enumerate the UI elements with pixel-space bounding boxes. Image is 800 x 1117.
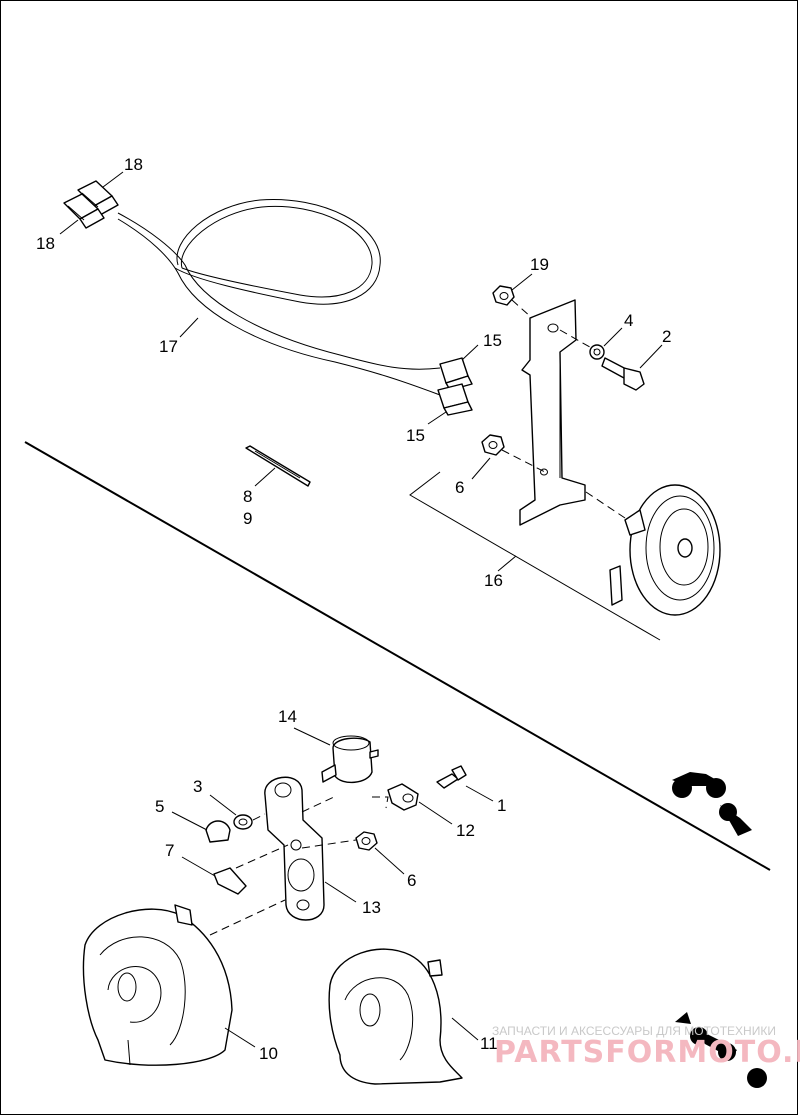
callout-8: 8 bbox=[243, 487, 252, 506]
bolt-2 bbox=[601, 357, 645, 391]
rubber-mount-14 bbox=[321, 735, 379, 783]
motorcycle-forward-icon bbox=[675, 1012, 767, 1088]
callout-18-lower: 18 bbox=[36, 234, 55, 253]
horn-disc-upper bbox=[609, 484, 721, 616]
nut-19 bbox=[492, 285, 515, 306]
assembly-line bbox=[372, 796, 389, 809]
callout-11: 11 bbox=[480, 1034, 498, 1053]
connector-15-lower bbox=[437, 383, 473, 416]
callout-9: 9 bbox=[243, 509, 252, 528]
callout-5: 5 bbox=[155, 797, 164, 816]
assembly-bracket-16 bbox=[409, 471, 661, 641]
horn-10 bbox=[82, 904, 233, 1066]
callout-12: 12 bbox=[456, 821, 475, 840]
motorcycle-forward-icon bbox=[672, 772, 752, 836]
callout-15-upper: 15 bbox=[483, 331, 502, 350]
callout-7: 7 bbox=[165, 841, 174, 860]
callout-1: 1 bbox=[497, 796, 506, 815]
callout-16: 16 bbox=[484, 571, 503, 590]
callout-10: 10 bbox=[259, 1044, 278, 1063]
assembly-line bbox=[209, 899, 286, 936]
nut-6-upper bbox=[481, 434, 505, 456]
horn-bracket-upper bbox=[519, 299, 586, 526]
watermark-tagline: ЗАПЧАСТИ И АКСЕССУАРЫ ДЛЯ МОТОТЕХНИКИ bbox=[492, 1024, 776, 1038]
bracket-13 bbox=[264, 776, 325, 921]
callout-18-upper: 18 bbox=[124, 155, 143, 174]
assembly-line bbox=[501, 449, 546, 473]
callout-3: 3 bbox=[193, 777, 202, 796]
acorn-nut-5 bbox=[205, 820, 231, 843]
horn-11 bbox=[328, 948, 463, 1085]
clip-12 bbox=[387, 783, 419, 811]
assembly-line bbox=[559, 329, 596, 351]
assembly-line bbox=[301, 839, 357, 849]
wire-harness bbox=[117, 198, 441, 396]
callout-14: 14 bbox=[278, 707, 297, 726]
lock-washer-4 bbox=[589, 344, 605, 360]
callout-6-upper: 6 bbox=[455, 478, 464, 497]
section-divider-line bbox=[24, 441, 771, 871]
callout-4: 4 bbox=[624, 311, 633, 330]
washer-3 bbox=[233, 814, 253, 830]
assembly-line bbox=[301, 795, 337, 813]
callout-17: 17 bbox=[159, 337, 178, 356]
connector-18-lower bbox=[63, 193, 105, 229]
assembly-line bbox=[252, 813, 266, 821]
nut-6-lower bbox=[355, 831, 378, 851]
connector-18-upper bbox=[77, 180, 119, 216]
assembly-line bbox=[235, 844, 289, 869]
clip-7 bbox=[213, 867, 247, 895]
callout-19: 19 bbox=[530, 255, 549, 274]
callout-13: 13 bbox=[362, 898, 381, 917]
assembly-line bbox=[511, 299, 533, 319]
cable-tie bbox=[245, 445, 311, 487]
callout-2: 2 bbox=[662, 327, 671, 346]
assembly-line bbox=[585, 491, 626, 519]
watermark-brand: PARTSFORMOTO.RU bbox=[494, 1035, 800, 1070]
leader-lines bbox=[59, 171, 663, 1048]
callout-15-lower: 15 bbox=[406, 426, 425, 445]
callout-6-lower: 6 bbox=[407, 871, 416, 890]
bolt-1 bbox=[436, 765, 467, 789]
